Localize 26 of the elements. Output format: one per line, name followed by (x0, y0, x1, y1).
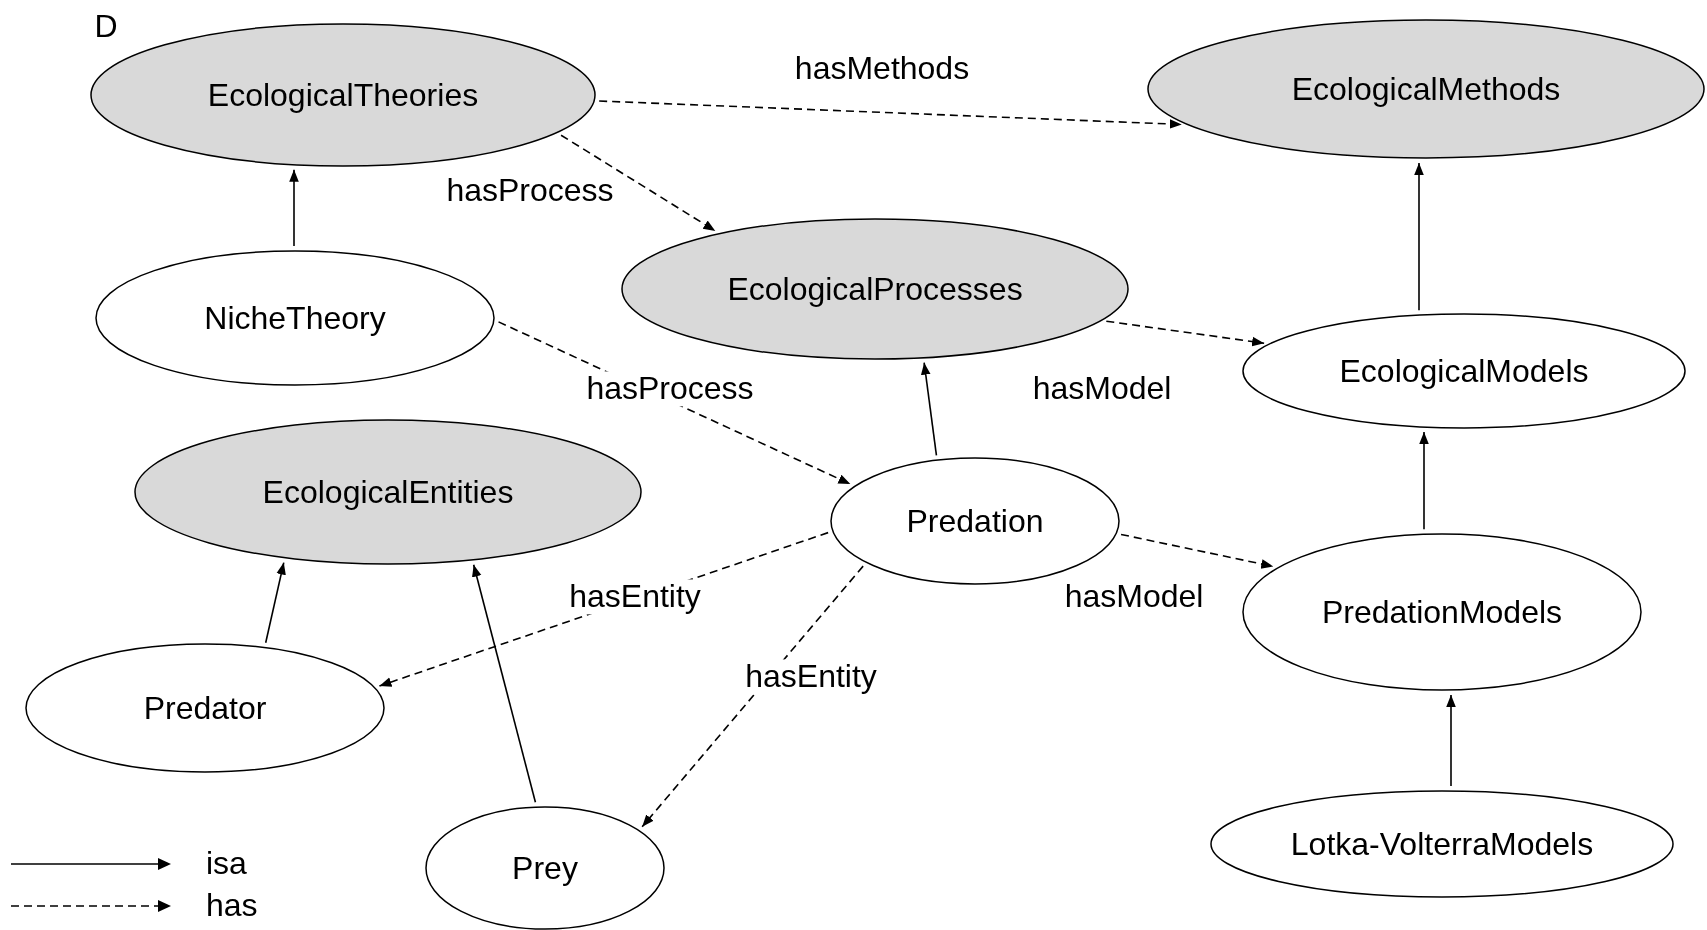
node-label: EcologicalModels (1338, 352, 1590, 390)
dashed-arrow (560, 134, 717, 232)
node-label: EcologicalProcesses (726, 270, 1024, 308)
arrow (472, 563, 537, 804)
arrow (264, 561, 286, 644)
dashed-arrow (641, 565, 864, 828)
legend-label: isa (206, 846, 247, 882)
arrow (1419, 431, 1429, 531)
node-label: Lotka-VolterraModels (1289, 825, 1595, 863)
dashed-arrow (1120, 533, 1275, 569)
arrow (920, 361, 938, 457)
arrow (289, 168, 299, 247)
node-label: EcologicalMethods (1290, 70, 1562, 108)
dashed-arrow (598, 100, 1183, 129)
panel-letter: D (94, 9, 118, 45)
legend-label: has (206, 888, 258, 924)
node-label: Predator (142, 689, 268, 727)
arrow (1414, 162, 1424, 311)
node-label: EcologicalTheories (206, 76, 480, 114)
node-label: NicheTheory (203, 299, 387, 337)
node-label: EcologicalEntities (261, 473, 515, 511)
node-label: Predation (905, 502, 1045, 540)
arrow (1446, 694, 1456, 787)
node-label: Prey (511, 849, 579, 887)
dashed-arrow (1105, 320, 1265, 347)
node-label: PredationModels (1320, 593, 1564, 631)
